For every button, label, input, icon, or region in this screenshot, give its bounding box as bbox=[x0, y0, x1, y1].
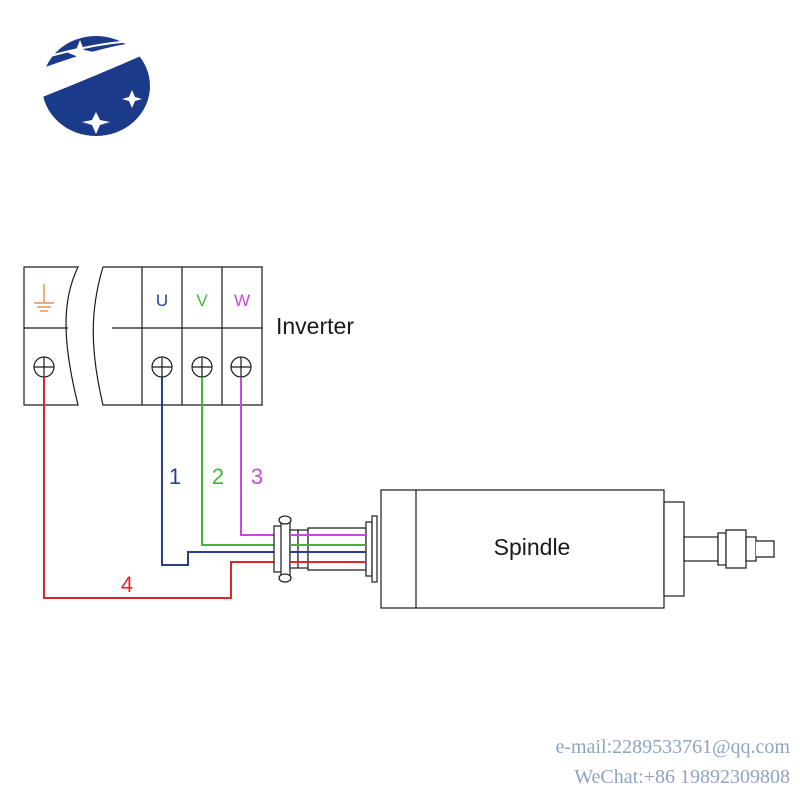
contact-email: e-mail:2289533761@qq.com bbox=[555, 736, 791, 758]
inverter-terminal-block bbox=[92, 266, 263, 406]
cable-connector bbox=[273, 515, 378, 583]
spindle-label: Spindle bbox=[494, 534, 571, 560]
terminal-label-u: U bbox=[156, 291, 168, 310]
inverter-label: Inverter bbox=[276, 313, 354, 339]
ground-symbol-icon bbox=[34, 284, 54, 312]
wire-3-w bbox=[240, 377, 366, 536]
spindle-motor bbox=[380, 489, 775, 609]
wire-number-3: 3 bbox=[251, 464, 263, 489]
wire-number-2: 2 bbox=[212, 464, 224, 489]
screw-v-icon bbox=[191, 356, 213, 378]
wire-1-u bbox=[161, 377, 288, 566]
screw-u-icon bbox=[151, 356, 173, 378]
screw-w-icon bbox=[230, 356, 252, 378]
contact-wechat: WeChat:+86 19892309808 bbox=[574, 766, 790, 788]
wire-number-1: 1 bbox=[169, 464, 181, 489]
terminal-label-v: V bbox=[196, 291, 208, 310]
wire-number-4: 4 bbox=[121, 572, 133, 597]
brand-logo bbox=[26, 36, 168, 136]
connector-wire-overlay bbox=[290, 534, 366, 563]
ground-screw-icon bbox=[33, 356, 55, 378]
ground-terminal-block bbox=[23, 266, 79, 406]
terminal-screws bbox=[151, 356, 252, 378]
terminal-label-w: W bbox=[234, 291, 250, 310]
